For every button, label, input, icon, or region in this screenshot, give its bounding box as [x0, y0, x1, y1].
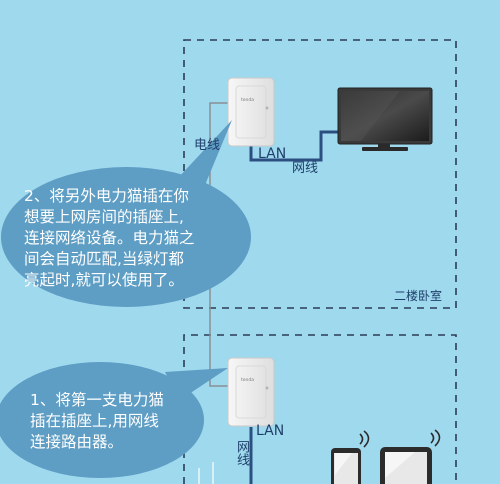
- power-line-label: 电线: [194, 138, 221, 153]
- powerline-adapter-top: tenda: [227, 77, 275, 147]
- lan-label-bottom: LAN: [256, 423, 285, 439]
- router-antenna-icon: [198, 462, 214, 484]
- instruction-line: 想要上网房间的插座上,: [24, 208, 184, 226]
- instruction-line: 插在插座上,用网线: [30, 412, 159, 430]
- tv-icon: [337, 87, 433, 151]
- instruction-line: 1、将第一支电力猫: [30, 391, 164, 409]
- instruction-line: 连接路由器。: [30, 433, 124, 451]
- network-cable-label-top: 网线: [292, 161, 319, 176]
- upper-room-boundary: [183, 39, 457, 309]
- speech-bubble-bottom: [0, 362, 228, 478]
- plug-brand-bottom: tenda: [241, 377, 254, 383]
- room-label: 二楼卧室: [394, 289, 443, 303]
- instruction-line: 间会自动匹配,当绿灯都: [24, 250, 184, 268]
- lower-room-boundary: [183, 334, 457, 484]
- phone-icon: [331, 448, 361, 484]
- speech-bubble-top: [1, 120, 251, 307]
- instruction-step-1: 1、将第一支电力猫 插在插座上,用网线 连接路由器。: [30, 390, 164, 453]
- instruction-step-2: 2、将另外电力猫插在你 想要上网房间的插座上, 连接网络设备。电力猫之 间会自动…: [24, 186, 195, 291]
- instruction-line: 连接网络设备。电力猫之: [24, 229, 195, 247]
- lan-cable-top: [249, 130, 362, 162]
- lan-label-top: LAN: [258, 146, 287, 162]
- instruction-line: 2、将另外电力猫插在你: [24, 187, 189, 205]
- wifi-icon-tablet: [430, 429, 441, 447]
- instruction-line: 亮起时,就可以使用了。: [24, 271, 184, 289]
- network-cable-label-bottom: 网线: [234, 440, 249, 466]
- tablet-icon: [380, 447, 432, 484]
- powerline-adapter-bottom: tenda: [227, 357, 275, 427]
- plug-brand-top: tenda: [241, 97, 254, 103]
- wifi-icon-phone: [359, 430, 370, 448]
